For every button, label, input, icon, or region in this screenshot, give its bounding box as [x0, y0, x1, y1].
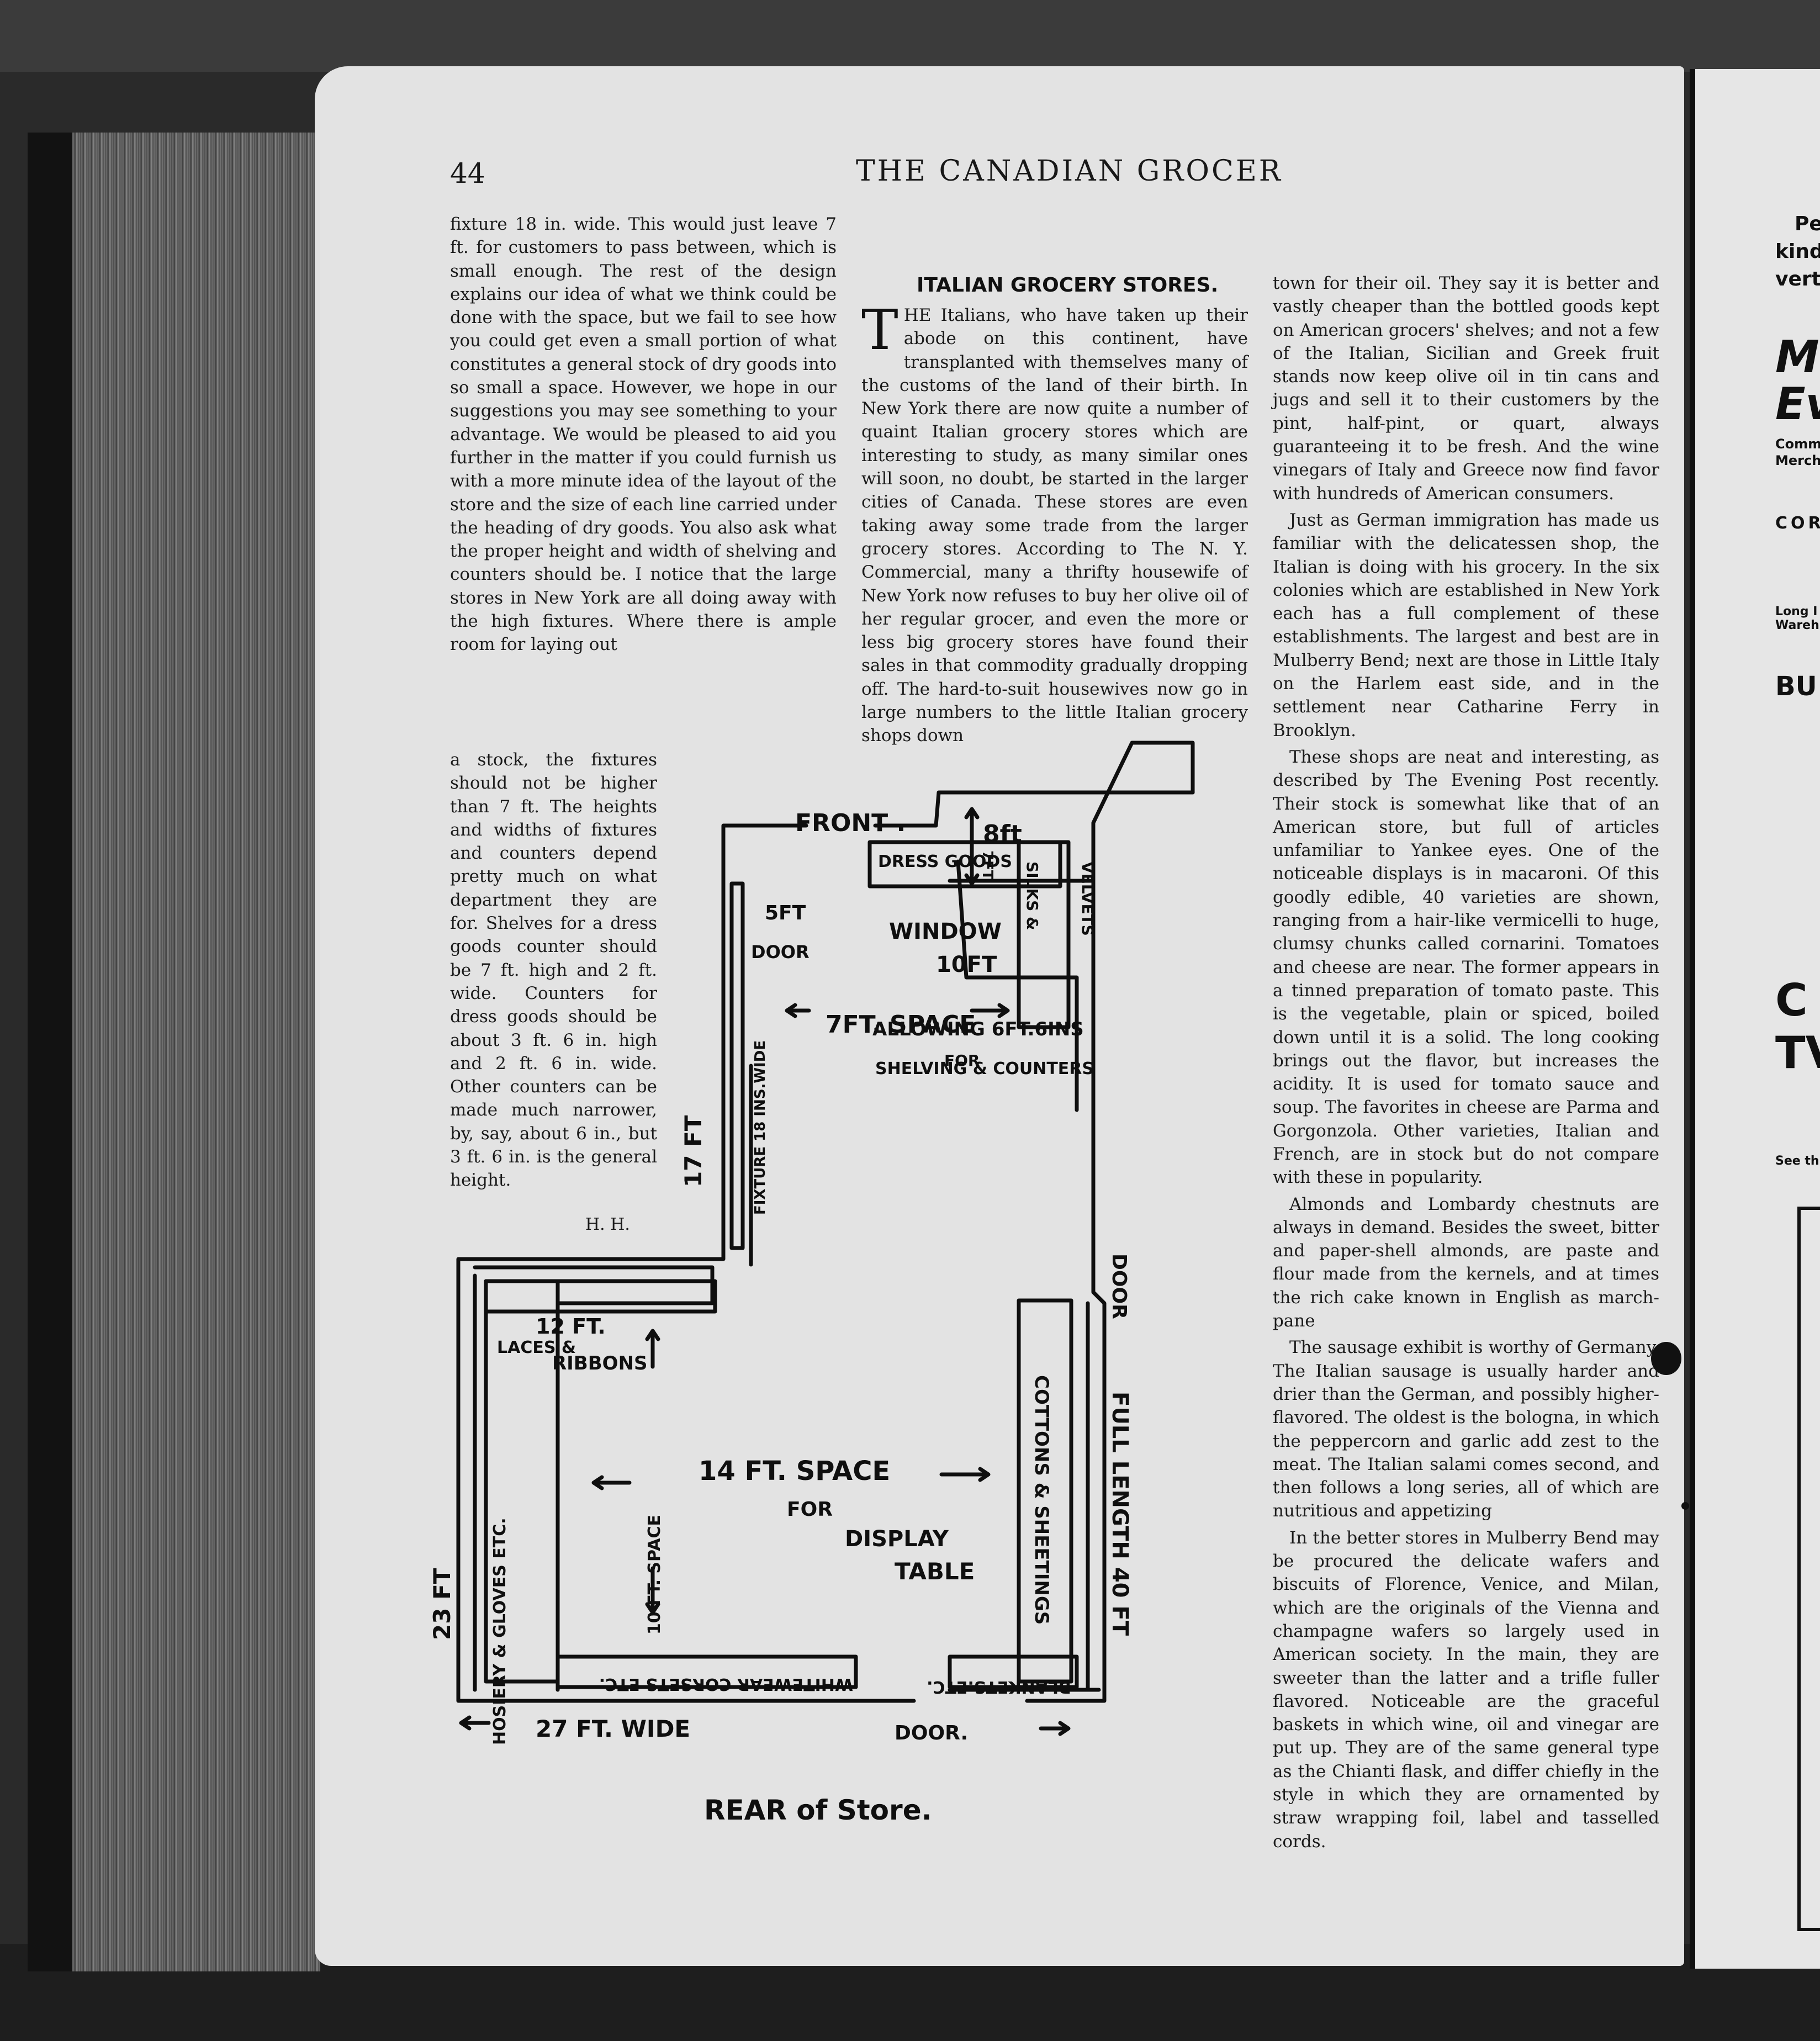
plan-inner-wall — [473, 790, 1195, 1692]
laces-counter — [484, 1279, 717, 1314]
left-column-paragraph: fixture 18 in. wide. This would just lea… — [450, 214, 837, 655]
blankets-counter — [948, 1654, 1079, 1689]
plan-label-display: DISPLAY — [845, 1526, 949, 1552]
plan-label-ribbons: RIBBONS — [552, 1352, 648, 1374]
store-floor-plan: FRONT . 8ft 5FT DOOR WINDOW 10FT DRESS G… — [428, 741, 1195, 1826]
fragment-line: Per — [1795, 213, 1820, 235]
arrow-10ft-up — [645, 1329, 660, 1369]
arrow-14ft-right — [939, 1467, 991, 1482]
arrow-27ft-left — [459, 1715, 491, 1731]
plan-label-laces: LACES & — [497, 1338, 576, 1357]
fragment-line: kindl — [1775, 240, 1820, 263]
silks-velvets-counter — [1017, 840, 1071, 1029]
plan-label-door-front: DOOR — [751, 942, 810, 963]
fragment-line: See th — [1775, 1154, 1819, 1168]
fragment-line: BU — [1775, 671, 1817, 702]
plan-label-10ft-space: 10 FT. SPACE — [645, 1515, 664, 1635]
article-paragraph: town for their oil. They say it is bette… — [1273, 273, 1659, 504]
arrow-14ft-left — [591, 1475, 632, 1490]
page-header: THE CANADIAN GROCER — [856, 155, 1283, 188]
fragment-line: Merch — [1775, 453, 1820, 468]
plan-label-window: WINDOW — [889, 919, 1002, 944]
left-column-narrow: a stock, the fixtures should not be high… — [450, 748, 657, 1192]
arrow-27ft-right — [1039, 1721, 1071, 1736]
dress-goods-counter — [867, 840, 1062, 889]
page-number: 44 — [450, 157, 485, 189]
plan-label-cottons: COTTONS & SHEETINGS — [1030, 1375, 1052, 1625]
plan-label-allowing-for: FOR — [944, 1051, 980, 1070]
adjacent-page-fragment: Per kindl verti Ma Ev Comm Merch COR Lon… — [1690, 69, 1820, 1969]
plan-label-window-width: 10FT — [936, 952, 997, 977]
plan-label-dress-goods: DRESS GOODS — [878, 852, 1012, 871]
plan-label-7ft-space: 7FT. SPACE — [826, 1011, 976, 1039]
ink-speck — [1681, 1502, 1689, 1510]
plan-label-23ft: 23 FT — [428, 1568, 456, 1640]
left-column-narrow-paragraph: a stock, the fixtures should not be high… — [450, 750, 657, 1191]
signature: H. H. — [585, 1215, 630, 1234]
plan-label-allowing: ALLOWING 6FT.6INS — [872, 1018, 1084, 1040]
article-intro-column: T HE Italians, who have taken up their a… — [861, 298, 1248, 748]
arrow-7ft-vertical — [964, 807, 980, 886]
fragment-line: verti — [1775, 268, 1820, 290]
article-paragraph: In the better stores in Mulberry Bend ma… — [1273, 1527, 1659, 1852]
scanner-background-top — [0, 0, 1820, 72]
plan-label-27ft: 27 FT. WIDE — [536, 1715, 690, 1742]
fixture-shelf — [729, 881, 745, 1250]
plan-label-blankets: BLANKETS.ETC. — [927, 1677, 1071, 1696]
fragment-line: Wareh — [1775, 618, 1819, 632]
plan-label-17ft: 17 FT — [680, 1115, 707, 1187]
plan-label-display-for: FOR — [787, 1498, 833, 1521]
plan-label-front: FRONT . — [795, 809, 906, 837]
article-paragraph: These shops are neat and interesting, as… — [1273, 747, 1659, 1188]
ink-blot — [1651, 1342, 1681, 1375]
fragment-line: TV — [1775, 1027, 1820, 1078]
cottons-counter — [1017, 1298, 1073, 1684]
plan-label-shelving: SHELVING & COUNTERS — [875, 1059, 1094, 1078]
article-right-column: town for their oil. They say it is bette… — [1273, 272, 1659, 1857]
book-page: 44 THE CANADIAN GROCER fixture 18 in. wi… — [315, 66, 1684, 1966]
plan-outer-wall — [456, 741, 1195, 1703]
article-paragraph: The sausage exhibit is worthy of Germany… — [1273, 1337, 1659, 1521]
plan-label-door-side: DOOR — [1108, 1254, 1130, 1319]
plan-label-hosiery: HOSIERY & GLOVES ETC. — [490, 1517, 510, 1745]
fragment-line: Long I — [1775, 605, 1818, 618]
plan-label-rear: REAR of Store. — [704, 1794, 932, 1826]
article-paragraph: Just as German immigration has made us f… — [1273, 510, 1659, 741]
plan-label-table: TABLE — [895, 1558, 975, 1585]
fragment-box — [1797, 1207, 1820, 1931]
plan-label-door-width: 5FT — [765, 902, 806, 924]
plan-label-7ft: 7FT. — [979, 850, 996, 884]
article-intro: HE Italians, who have taken up their abo… — [861, 305, 1248, 746]
plan-label-fixture: FIXTURE 18 INS.WIDE — [752, 1040, 769, 1215]
arrow-7ft-left — [785, 1003, 811, 1018]
plan-label-silks: SILKS & — [1023, 861, 1041, 930]
plan-label-12ft: 12 FT. — [536, 1314, 606, 1339]
drop-cap: T — [861, 298, 898, 362]
plan-label-14ft-space: 14 FT. SPACE — [699, 1456, 890, 1487]
plan-label-front-width: 8ft — [983, 820, 1022, 848]
left-column: fixture 18 in. wide. This would just lea… — [450, 213, 837, 657]
plan-label-whitewear: WHITEWEAR CORSETS ETC. — [599, 1674, 853, 1694]
page-stack-edge — [72, 133, 320, 1971]
arrow-10ft-down — [645, 1566, 660, 1615]
plan-label-full-length: FULL LENGTH 40 FT — [1107, 1392, 1133, 1636]
fragment-line: Ev — [1775, 378, 1820, 430]
arrow-7ft-right — [970, 1003, 1010, 1018]
fragment-line: Comm — [1775, 436, 1820, 452]
plan-label-door-rear: DOOR. — [895, 1722, 968, 1744]
fragment-line: COR — [1775, 514, 1820, 533]
fragment-line: Ma — [1775, 331, 1820, 383]
article-paragraph: Almonds and Lombardy chestnuts are alway… — [1273, 1194, 1659, 1331]
plan-label-velvets: VELVETS — [1078, 861, 1097, 936]
article-title: ITALIAN GROCERY STORES. — [917, 274, 1219, 297]
fragment-line: C — [1775, 975, 1808, 1026]
whitewear-counter — [555, 1654, 858, 1689]
